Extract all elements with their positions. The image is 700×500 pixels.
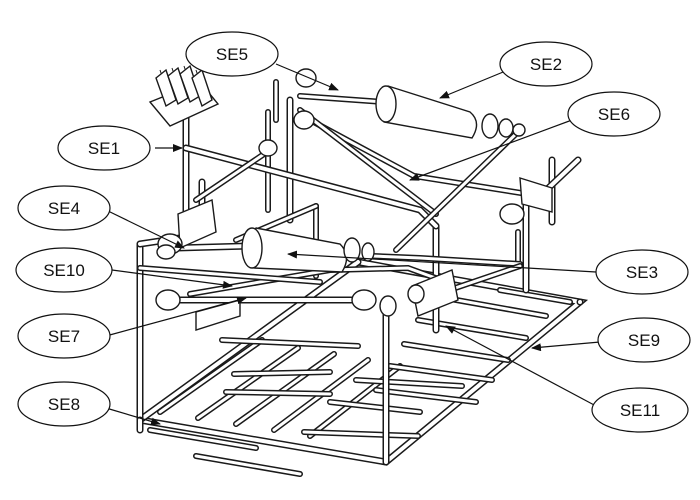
floor-bar	[193, 453, 303, 477]
top-rack	[148, 64, 220, 127]
leader-se7	[105, 296, 247, 337]
mid-rail	[187, 264, 455, 297]
floor-slat	[497, 287, 573, 305]
leader-se11	[445, 325, 597, 407]
callout-label: SE7	[48, 327, 80, 346]
callout-label: SE1	[88, 139, 120, 158]
upper-link	[297, 93, 387, 105]
callout-se10: SE10	[15, 247, 113, 293]
callout-se3: SE3	[595, 249, 689, 295]
floor-bar	[327, 399, 423, 415]
callout-label: SE4	[48, 199, 80, 218]
upper-joints	[258, 68, 317, 157]
leader-se10	[111, 269, 233, 289]
callout-se1: SE1	[57, 125, 151, 171]
components	[148, 64, 553, 331]
floor-slat	[157, 337, 265, 415]
floor-bar	[147, 427, 259, 451]
floor-bar	[301, 429, 421, 439]
floor-slat	[373, 387, 479, 405]
callout-label: SE6	[598, 105, 630, 124]
callout-label: SE2	[530, 55, 562, 74]
floor-bar	[219, 337, 361, 349]
callout-se9: SE9	[597, 317, 691, 363]
base-plate	[195, 299, 241, 331]
side-rail	[137, 265, 323, 285]
leader-se3	[287, 250, 597, 273]
callout-se11: SE11	[591, 387, 689, 433]
leader-se4	[105, 209, 185, 249]
lower-right-valve	[407, 269, 459, 317]
callout-se6: SE6	[567, 91, 661, 137]
leader-se6	[409, 119, 573, 181]
floor-bar	[231, 369, 333, 377]
callout-se4: SE4	[17, 185, 111, 231]
left-link	[172, 242, 254, 252]
callout-label: SE5	[216, 45, 248, 64]
leader-se2	[439, 69, 509, 99]
callout-se7: SE7	[17, 313, 111, 359]
callout-label: SE9	[628, 331, 660, 350]
right-valve	[499, 177, 553, 225]
top-rail	[182, 144, 440, 230]
floor-slat	[387, 363, 495, 383]
lower-joints	[155, 289, 397, 317]
upper-diag-2	[297, 107, 439, 217]
callout-label: SE3	[626, 263, 658, 282]
floor-slat	[233, 351, 337, 427]
callout-se5: SE5	[185, 31, 279, 77]
leader-se5	[275, 63, 339, 91]
leader-se9	[531, 341, 601, 352]
callout-leaders	[105, 63, 601, 426]
callout-se8: SE8	[17, 381, 111, 427]
floor-bar	[223, 389, 333, 397]
right-rail	[369, 253, 523, 267]
cross-diag	[393, 127, 523, 253]
upper-cylinder	[375, 85, 526, 139]
diag-rail	[193, 147, 273, 203]
callout-se2: SE2	[499, 41, 593, 87]
floor-bar	[353, 377, 465, 389]
floor-slat	[195, 345, 301, 421]
leader-se8	[105, 407, 161, 426]
floor-slat	[401, 341, 511, 363]
callout-label: SE11	[620, 401, 660, 420]
callout-label: SE10	[43, 261, 85, 280]
middle-cylinder	[241, 227, 375, 273]
callout-label: SE8	[48, 395, 80, 414]
